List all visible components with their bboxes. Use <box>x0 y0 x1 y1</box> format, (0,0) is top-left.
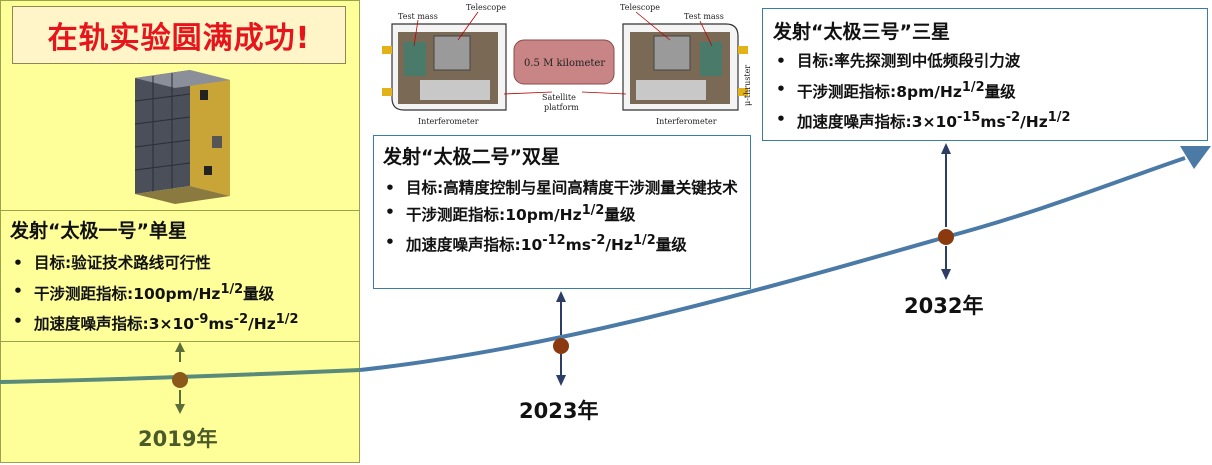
node-2019 <box>172 372 188 388</box>
timeline-curve-left <box>0 368 361 384</box>
label-thruster: μ-thruster <box>743 65 752 106</box>
milestone-2-title: 发射“太极二号”双星 <box>383 146 560 168</box>
panel-divider-top <box>0 210 360 211</box>
milestone-2-acceleration: 加速度噪声指标:10-12ms-2/Hz1/2量级 <box>380 233 740 255</box>
label-telescope-left: Telescope <box>466 3 506 12</box>
label-platform-line1: Satellite <box>542 93 576 102</box>
milestone-2-goal: 目标:高精度控制与星间高精度干涉测量关键技术 <box>380 179 740 198</box>
milestone-2-ranging: 干涉测距指标:10pm/Hz1/2量级 <box>380 203 740 225</box>
year-2019: 2019年 <box>138 427 218 451</box>
label-test-mass-left: Test mass <box>398 12 438 21</box>
arrow-down-2019 <box>175 404 185 414</box>
milestone-2-box: 发射“太极二号”双星 目标:高精度控制与星间高精度干涉测量关键技术 干涉测距指标… <box>373 135 751 289</box>
timeline-curve <box>359 156 1186 372</box>
year-2023: 2023年 <box>519 399 599 423</box>
label-telescope-right: Telescope <box>620 3 660 12</box>
milestone-3-box: 发射“太极三号”三星 目标:率先探测到中低频段引力波 干涉测距指标:8pm/Hz… <box>762 8 1208 141</box>
arrow-up-2032 <box>941 143 951 154</box>
milestone-3-goal: 目标:率先探测到中低频段引力波 <box>771 52 1201 71</box>
arrow-down-2032 <box>941 269 951 280</box>
node-2032 <box>938 229 954 245</box>
arrow-down-2023 <box>556 375 566 386</box>
arrow-up-2019 <box>175 342 185 352</box>
milestone-2-points: 目标:高精度控制与星间高精度干涉测量关键技术 干涉测距指标:10pm/Hz1/2… <box>380 179 740 255</box>
success-banner: 在轨实验圆满成功! <box>12 6 346 64</box>
label-interferometer-right: Interferometer <box>656 117 717 126</box>
milestone-1-points: 目标:验证技术路线可行性 干涉测距指标:100pm/Hz1/2量级 加速度噪声指… <box>8 254 358 343</box>
label-test-mass-right: Test mass <box>684 12 724 21</box>
taiji-1-satellite-image <box>134 70 230 204</box>
panel-divider-bottom <box>0 341 360 342</box>
milestone-1-goal: 目标:验证技术路线可行性 <box>8 254 358 273</box>
arrow-up-2023 <box>556 291 566 302</box>
milestone-3-acceleration: 加速度噪声指标:3×10-15ms-2/Hz1/2 <box>771 110 1201 132</box>
label-interferometer-left: Interferometer <box>418 117 479 126</box>
taiji-2-schematic: Test mass Telescope Telescope Test mass … <box>382 3 752 126</box>
milestone-1-acceleration: 加速度噪声指标:3×10-9ms-2/Hz1/2 <box>8 312 358 334</box>
milestone-3-ranging: 干涉测距指标:8pm/Hz1/2量级 <box>771 80 1201 102</box>
node-2023 <box>553 338 569 354</box>
timeline-arrowhead <box>1180 146 1211 169</box>
milestone-3-points: 目标:率先探测到中低频段引力波 干涉测距指标:8pm/Hz1/2量级 加速度噪声… <box>771 52 1201 132</box>
milestone-3-title: 发射“太极三号”三星 <box>773 21 950 43</box>
milestone-1-ranging: 干涉测距指标:100pm/Hz1/2量级 <box>8 282 358 304</box>
label-link-distance: 0.5 M kilometer <box>524 58 605 69</box>
year-2032: 2032年 <box>904 294 984 318</box>
label-platform-line2: platform <box>544 103 579 112</box>
milestone-1-title: 发射“太极一号”单星 <box>10 220 187 242</box>
